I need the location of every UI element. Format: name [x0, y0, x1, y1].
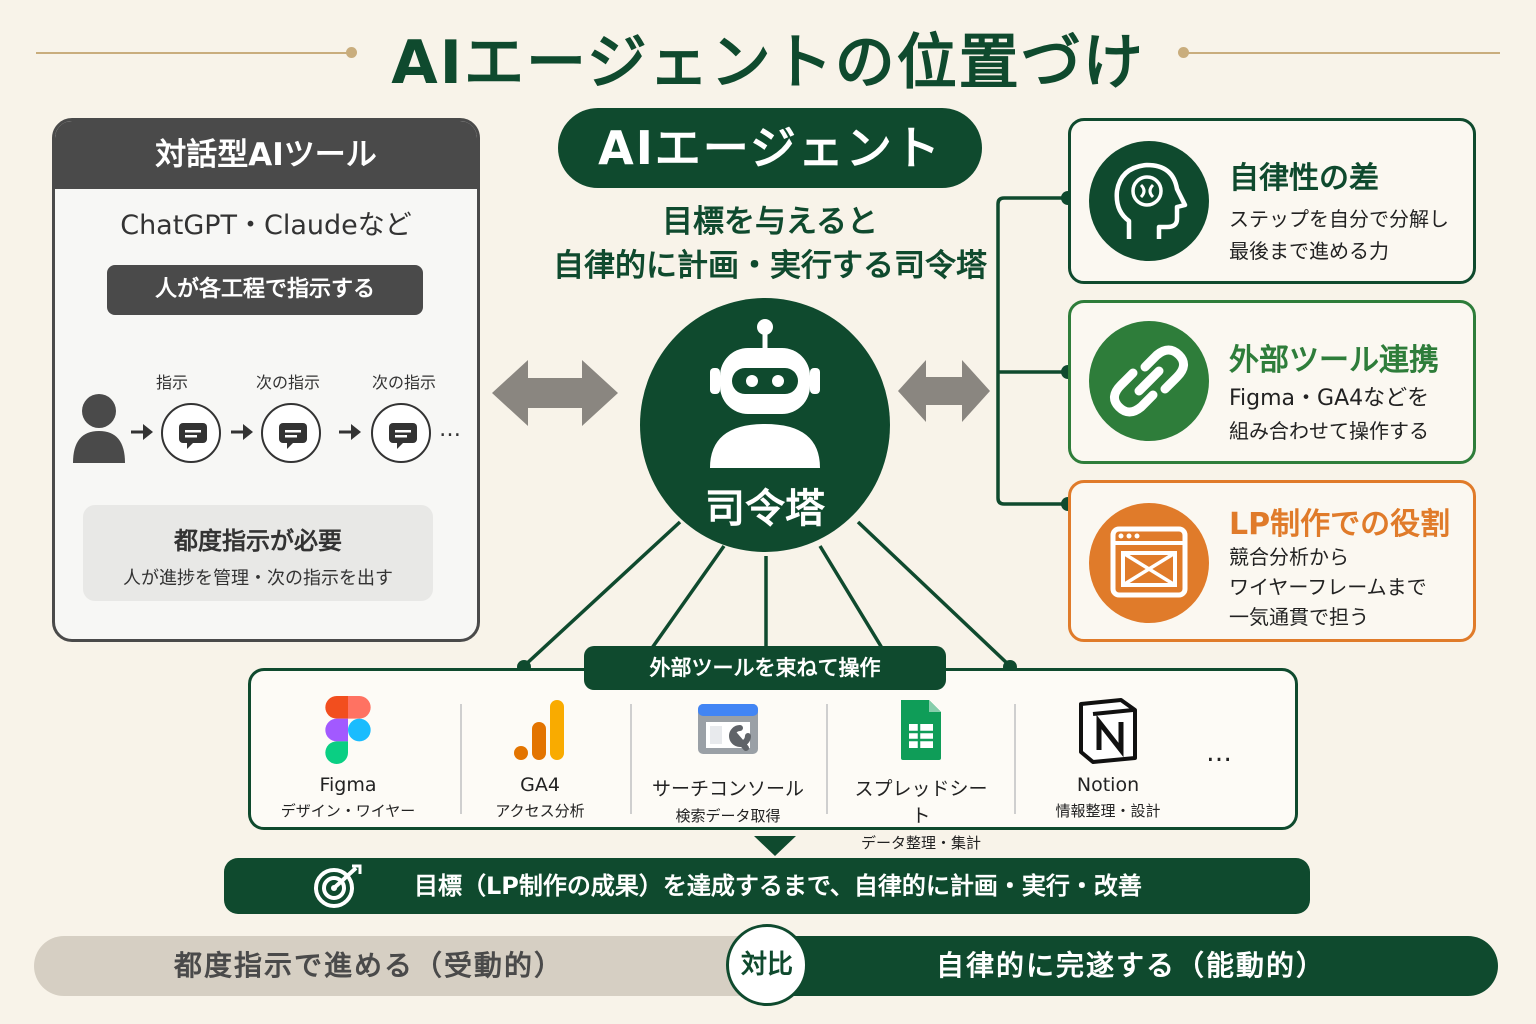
card-line-1: ステップを自分で分解し [1229, 207, 1449, 231]
tools-tag: 外部ツールを束ねて操作 [584, 646, 946, 690]
title-dot-left [346, 47, 357, 58]
double-arrow-right-icon [898, 360, 990, 422]
title-dot-right [1178, 47, 1189, 58]
person-icon [73, 394, 125, 463]
card-line-1: Figma・GA4などを [1229, 386, 1430, 411]
tool-search-console: サーチコンソール 検索データ取得 [648, 696, 808, 826]
chat-ai-header: 対話型AIツール [55, 121, 477, 189]
tool-separator [1014, 704, 1016, 814]
chat-ai-examples: ChatGPT・Claudeなど [120, 210, 412, 241]
note-text: 人が進捗を管理・次の指示を出す [123, 568, 393, 589]
tool-desc: データ整理・集計 [860, 834, 981, 852]
human-instructs-badge: 人が各工程で指示する [107, 265, 423, 315]
tool-name: スプレッドシート [854, 778, 988, 827]
desc-line-1: 目標を与えると [661, 204, 879, 240]
tool-desc: 情報整理・設計 [1055, 802, 1161, 820]
tool-desc: アクセス分析 [495, 802, 585, 820]
hub-label: 司令塔 [705, 486, 825, 532]
tools-more-ellipsis: … [1206, 738, 1232, 768]
card-line-2: 最後まで進める力 [1229, 239, 1389, 263]
card-autonomy: 自律性の差 ステップを自分で分解し 最後まで進める力 [1068, 118, 1476, 284]
comparison-badge: 対比 [726, 924, 808, 1006]
instruction-needed-note: 都度指示が必要 人が進捗を管理・次の指示を出す [83, 505, 433, 601]
notion-icon [1079, 698, 1137, 764]
arrow-right-icon [339, 424, 361, 440]
comparison-passive: 都度指示で進める（受動的） [34, 936, 774, 996]
command-hub: 司令塔 [640, 298, 890, 552]
tool-ga4: GA4 アクセス分析 [480, 696, 600, 821]
tool-desc: 検索データ取得 [675, 807, 781, 825]
tool-name: Notion [1076, 774, 1140, 796]
steps-ellipsis: … [439, 417, 461, 442]
card-line-1: 競合分析から [1229, 545, 1349, 569]
card-lp-role: LP制作での役割 競合分析から ワイヤーフレームまで 一気通貫で担う [1068, 480, 1476, 642]
card-line-3: 一気通貫で担う [1229, 605, 1369, 629]
tool-name: GA4 [520, 774, 560, 796]
figma-icon [325, 696, 371, 764]
tool-name: サーチコンソール [651, 778, 804, 800]
card-line-2: 組み合わせて操作する [1229, 419, 1429, 443]
chat-bubble-icon [261, 403, 321, 463]
double-arrow-left-icon [492, 360, 618, 426]
ai-agent-pill: AIエージェント [558, 108, 982, 188]
search-console-icon [698, 704, 758, 754]
arrow-right-icon [131, 424, 153, 440]
title-rule-left [36, 52, 352, 54]
tool-name: Figma [319, 774, 377, 796]
tool-desc: デザイン・ワイヤー [280, 802, 416, 820]
chat-bubble-icon [161, 403, 221, 463]
tool-separator [826, 704, 828, 814]
arrow-right-icon [231, 424, 253, 440]
tool-separator [460, 704, 462, 814]
note-title: 都度指示が必要 [174, 527, 342, 555]
tool-notion: Notion 情報整理・設計 [1040, 696, 1176, 821]
step-label-3: 次の指示 [371, 373, 436, 392]
passive-label: 都度指示で進める（受動的） [174, 949, 565, 982]
card-title: LP制作での役割 [1229, 507, 1451, 542]
comparison-active: 自律的に完遂する（能動的） [766, 936, 1498, 996]
spreadsheet-icon [901, 700, 941, 760]
ai-agent-description: 目標を与えると 自律的に計画・実行する司令塔 [520, 200, 1020, 288]
brain-head-icon [1089, 141, 1209, 261]
card-tool-integration: 外部ツール連携 Figma・GA4などを 組み合わせて操作する [1068, 300, 1476, 464]
link-icon [1089, 321, 1209, 441]
goal-text: 目標（LP制作の成果）を達成するまで、自律的に計画・実行・改善 [414, 872, 1142, 900]
tool-separator [630, 704, 632, 814]
ga4-icon [514, 700, 564, 760]
target-icon [314, 864, 362, 908]
wireframe-icon [1089, 503, 1209, 623]
robot-icon [710, 319, 820, 468]
card-title: 自律性の差 [1229, 161, 1379, 196]
chat-bubble-icon [371, 403, 431, 463]
tool-figma: Figma デザイン・ワイヤー [278, 696, 418, 821]
card-title: 外部ツール連携 [1229, 343, 1439, 378]
title-rule-right [1186, 52, 1500, 54]
tool-spreadsheet: スプレッドシート データ整理・集計 [846, 696, 996, 853]
page-title: AIエージェントの位置づけ [391, 28, 1145, 98]
chat-ai-panel: 対話型AIツール ChatGPT・Claudeなど 人が各工程で指示する 指示 … [52, 118, 480, 642]
step-label-1: 指示 [155, 373, 188, 392]
goal-bar: 目標（LP制作の成果）を達成するまで、自律的に計画・実行・改善 [224, 858, 1310, 914]
card-line-2: ワイヤーフレームまで [1229, 575, 1427, 599]
active-label: 自律的に完遂する（能動的） [936, 949, 1327, 982]
desc-line-2: 自律的に計画・実行する司令塔 [553, 248, 987, 284]
step-label-2: 次の指示 [255, 373, 320, 392]
